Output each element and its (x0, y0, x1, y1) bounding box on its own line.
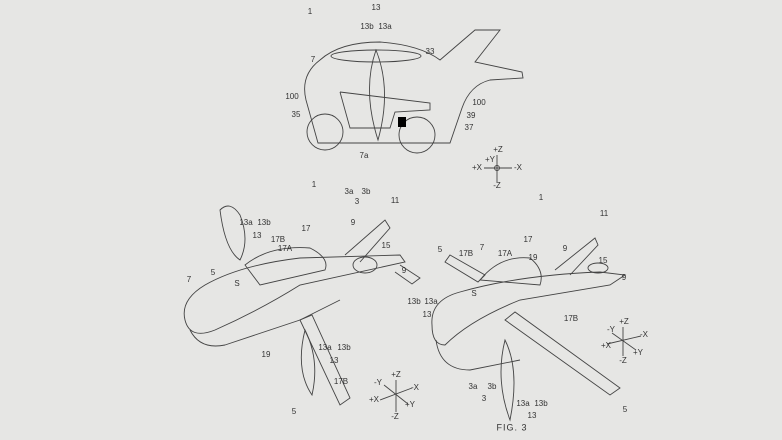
ref-label: 7 (479, 243, 485, 252)
ref-label: 13b (257, 218, 271, 227)
ref-label: 1 (538, 193, 544, 202)
ref-label: 13 (422, 310, 432, 319)
axis-label: +Z (493, 145, 503, 154)
ref-label: 13a (424, 297, 438, 306)
top-axis-triad (484, 155, 512, 182)
ref-label: 13b (360, 22, 374, 31)
ref-label: 13b (407, 297, 421, 306)
ref-label: 11 (390, 196, 400, 205)
ref-label: 13a (516, 399, 530, 408)
ref-label: 3a (468, 382, 478, 391)
ref-label: 100 (472, 98, 486, 107)
ref-label: 17B (563, 314, 579, 323)
axis-label: +X (471, 163, 483, 172)
axis-label: +Y (632, 348, 644, 357)
ref-label: 3 (481, 394, 487, 403)
ref-label: 17B (458, 249, 474, 258)
ref-label: 5 (291, 407, 297, 416)
ref-label: S (471, 289, 477, 298)
ref-label: 19 (528, 253, 538, 262)
ref-label: 13b (534, 399, 548, 408)
ref-label: 13a (239, 218, 253, 227)
top-view-vehicle (304, 29, 524, 154)
ref-label: 7a (359, 151, 369, 160)
axis-label: -X (640, 330, 648, 339)
ref-label: 9 (621, 273, 627, 282)
ref-label: 39 (466, 111, 476, 120)
axis-label: +X (368, 395, 380, 404)
left-view-vehicle (183, 205, 421, 412)
ref-label: 37 (464, 123, 474, 132)
ref-label: S (234, 279, 240, 288)
ref-label: 17B (333, 377, 349, 386)
ref-label: 9 (562, 244, 568, 253)
axis-label: -Z (493, 181, 501, 190)
ref-label: 13 (527, 411, 537, 420)
ref-label: 7 (186, 275, 192, 284)
ref-label: 13a (318, 343, 332, 352)
axis-label: +Z (619, 317, 629, 326)
axis-label: -X (514, 163, 522, 172)
ref-label: 17A (497, 249, 513, 258)
ref-label: 1 (311, 180, 317, 189)
ref-label: 5 (622, 405, 628, 414)
ref-label: 13 (329, 356, 339, 365)
ref-label: 11 (599, 209, 609, 218)
axis-label: -Z (391, 412, 399, 421)
ref-label: 3 (354, 197, 360, 206)
ref-label: 100 (285, 92, 299, 101)
ref-label: 5 (210, 268, 216, 277)
axis-label: -Z (619, 356, 627, 365)
ref-label: 15 (598, 256, 608, 265)
ref-label: 3a (344, 187, 354, 196)
axis-label: +Y (404, 400, 416, 409)
ref-label: 3b (487, 382, 497, 391)
axis-label: -X (411, 383, 419, 392)
ref-label: 3b (361, 187, 371, 196)
ref-label: 35 (291, 110, 301, 119)
ref-label: 19 (261, 350, 271, 359)
ref-label: 7 (310, 55, 316, 64)
ref-label: 5 (437, 245, 443, 254)
axis-label: +Z (391, 370, 401, 379)
ref-label: 17 (301, 224, 311, 233)
ref-label: 13a (378, 22, 392, 31)
axis-label: +Y (484, 155, 496, 164)
ref-label: 33 (425, 47, 435, 56)
axis-label: -Y (374, 378, 382, 387)
axis-label: +X (600, 341, 612, 350)
figure-caption: FIG. 3 (496, 422, 528, 433)
axis-label: -Y (607, 325, 615, 334)
ref-label: 9 (401, 266, 407, 275)
ref-label: 13 (371, 3, 381, 12)
ref-label: 13b (337, 343, 351, 352)
ref-label: 17 (523, 235, 533, 244)
right-view-vehicle (431, 237, 642, 422)
ref-label: 17A (277, 244, 293, 253)
ref-label: 17B (270, 235, 286, 244)
ref-label: 9 (350, 218, 356, 227)
ref-label: 1 (307, 7, 313, 16)
ref-label: 13 (252, 231, 262, 240)
ref-label: 15 (381, 241, 391, 250)
